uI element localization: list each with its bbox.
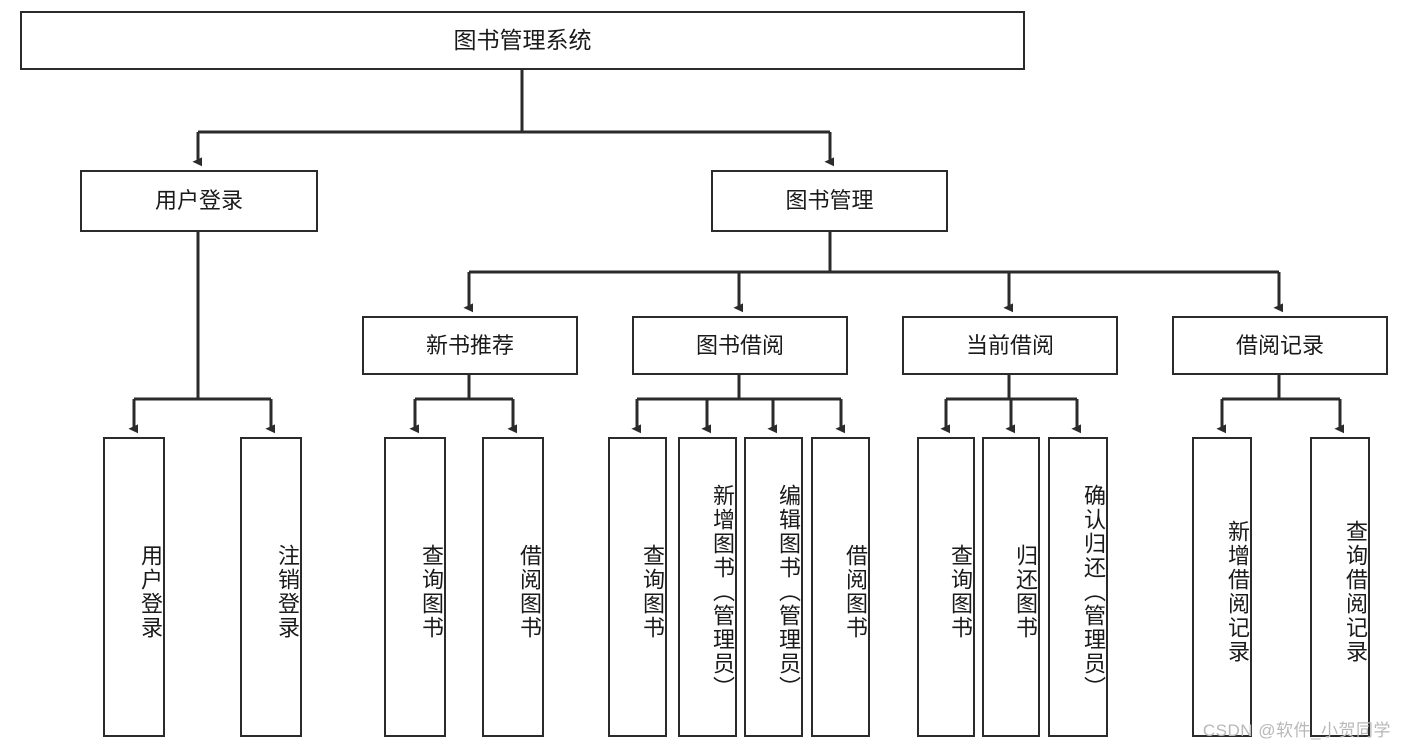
node-label: 确认归还（管理员）	[1081, 484, 1106, 700]
watermark-text: CSDN @软件_小贺同学	[1202, 721, 1391, 740]
node-label: 查询图书	[640, 544, 665, 640]
node-label: 新书推荐	[425, 332, 514, 358]
node-book-borrow[interactable]: 图书借阅	[632, 316, 848, 375]
node-label: 新增图书（管理员）	[710, 484, 735, 700]
node-borrow-record[interactable]: 借阅记录	[1172, 316, 1388, 375]
node-user-login[interactable]: 用户登录	[80, 170, 318, 232]
node-current-borrow[interactable]: 当前借阅	[902, 316, 1118, 375]
node-label: 注销登录	[275, 544, 300, 640]
node-label: 借阅图书	[517, 544, 542, 640]
leaf-user-login[interactable]: 用户登录	[103, 437, 165, 737]
node-label: 查询图书	[948, 544, 973, 640]
node-label: 查询借阅记录	[1343, 520, 1368, 664]
node-label: 借阅图书	[843, 544, 868, 640]
node-label: 图书管理	[785, 188, 874, 214]
node-new-book-recommendation[interactable]: 新书推荐	[362, 316, 578, 375]
node-label: 新增借阅记录	[1225, 520, 1250, 664]
leaf-query-book-borrow[interactable]: 查询图书	[608, 437, 667, 737]
node-label: 借阅记录	[1235, 332, 1324, 358]
leaf-query-book-current[interactable]: 查询图书	[917, 437, 975, 737]
leaf-add-borrow-record[interactable]: 新增借阅记录	[1192, 437, 1252, 737]
node-label: 编辑图书（管理员）	[776, 484, 801, 700]
node-root-system[interactable]: 图书管理系统	[20, 11, 1025, 70]
leaf-edit-book-admin[interactable]: 编辑图书（管理员）	[744, 437, 803, 737]
leaf-borrow-book-borrow[interactable]: 借阅图书	[811, 437, 870, 737]
node-label: 用户登录	[138, 544, 163, 640]
leaf-query-borrow-record[interactable]: 查询借阅记录	[1310, 437, 1370, 737]
leaf-logout[interactable]: 注销登录	[240, 437, 302, 737]
node-label: 用户登录	[154, 188, 243, 214]
leaf-query-book-recommendation[interactable]: 查询图书	[384, 437, 446, 737]
node-label: 图书借阅	[695, 332, 784, 358]
leaf-return-book[interactable]: 归还图书	[982, 437, 1040, 737]
leaf-borrow-book-recommendation[interactable]: 借阅图书	[482, 437, 544, 737]
node-label: 查询图书	[419, 544, 444, 640]
node-label: 归还图书	[1013, 544, 1038, 640]
node-book-management[interactable]: 图书管理	[711, 170, 948, 232]
leaf-add-book-admin[interactable]: 新增图书（管理员）	[678, 437, 737, 737]
leaf-confirm-return-admin[interactable]: 确认归还（管理员）	[1048, 437, 1108, 737]
node-label: 当前借阅	[965, 332, 1054, 358]
node-label: 图书管理系统	[453, 26, 592, 53]
